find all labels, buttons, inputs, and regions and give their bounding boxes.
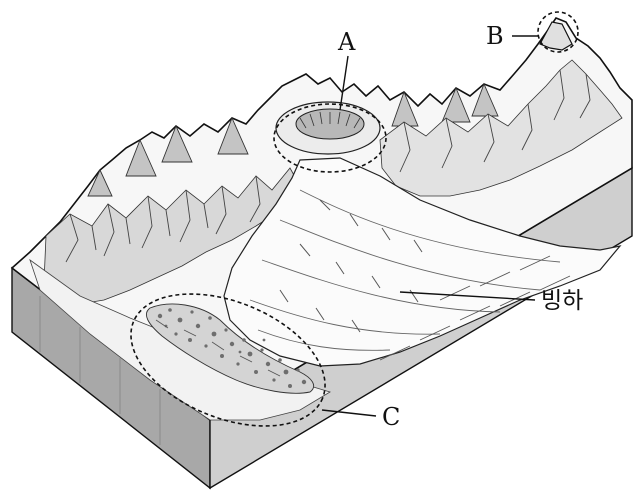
cirque xyxy=(276,102,380,154)
label-c: C xyxy=(382,403,400,431)
label-glacier: 빙하 xyxy=(541,288,583,314)
label-b: B xyxy=(486,22,504,50)
label-a: A xyxy=(337,28,356,56)
